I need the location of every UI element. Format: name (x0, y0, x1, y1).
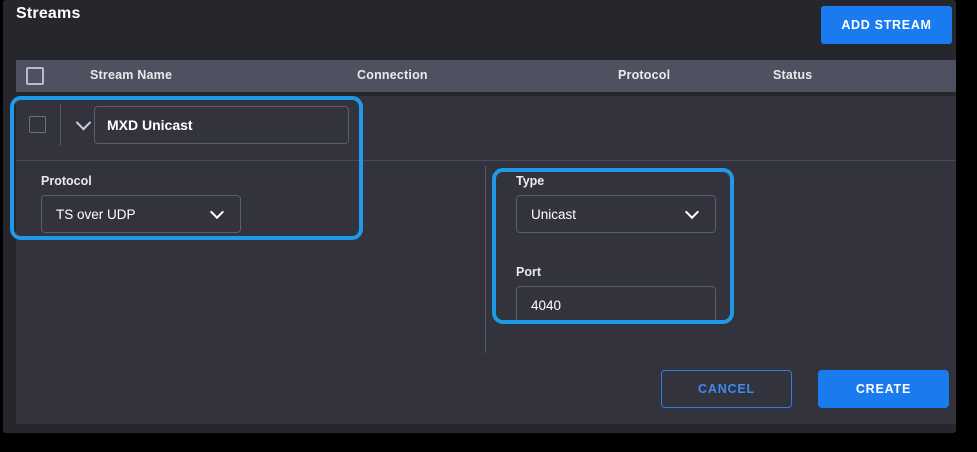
type-select[interactable]: Unicast (516, 195, 716, 233)
column-header-protocol[interactable]: Protocol (618, 68, 671, 82)
caret-down-icon (209, 204, 225, 219)
window-titlebar: Streams ADD STREAM (3, 0, 956, 56)
row-select-checkbox[interactable] (29, 116, 46, 133)
section-divider (16, 160, 956, 161)
port-input[interactable] (516, 286, 716, 324)
stream-row-expanded: Protocol TS over UDP Type Unicast Port C… (16, 96, 956, 424)
streams-window: Streams ADD STREAM Stream Name Connectio… (3, 0, 956, 433)
protocol-select-value: TS over UDP (56, 206, 136, 222)
column-header-status[interactable]: Status (773, 68, 813, 82)
stream-name-input[interactable] (94, 106, 349, 144)
column-split-divider (485, 166, 486, 353)
protocol-label: Protocol (41, 174, 92, 188)
table-header-row: Stream Name Connection Protocol Status (16, 60, 956, 92)
column-header-stream-name[interactable]: Stream Name (90, 68, 173, 82)
chevron-down-icon[interactable] (71, 113, 95, 137)
cancel-button[interactable]: CANCEL (661, 370, 792, 408)
caret-down-icon (684, 204, 700, 219)
column-header-connection[interactable]: Connection (357, 68, 428, 82)
page-title: Streams (16, 5, 81, 22)
row-divider (60, 104, 61, 146)
select-all-checkbox[interactable] (26, 67, 44, 85)
type-select-value: Unicast (531, 206, 577, 222)
protocol-select[interactable]: TS over UDP (41, 195, 241, 233)
port-label: Port (516, 265, 541, 279)
create-button[interactable]: CREATE (818, 370, 949, 408)
type-label: Type (516, 174, 545, 188)
add-stream-button[interactable]: ADD STREAM (821, 6, 952, 44)
